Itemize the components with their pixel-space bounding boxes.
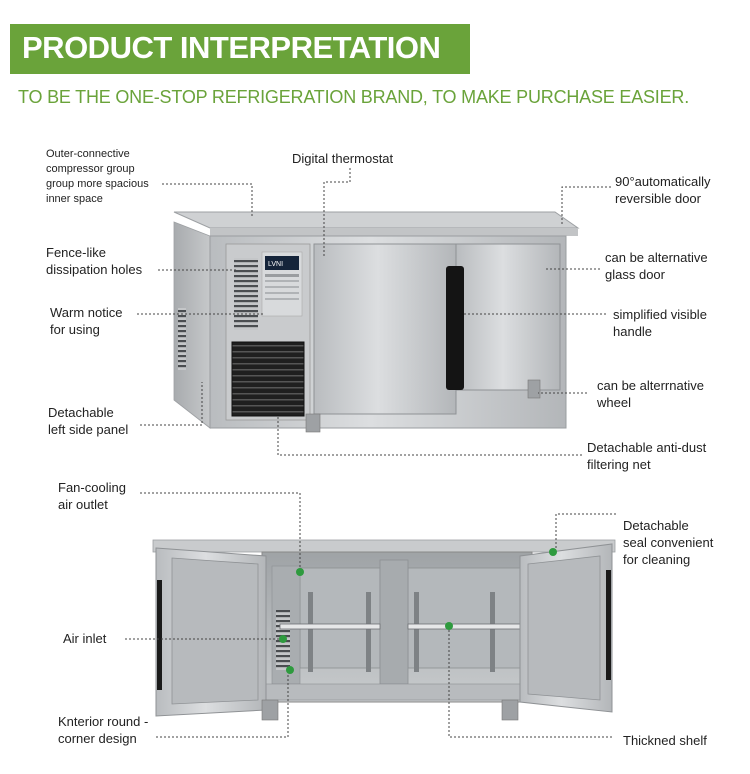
shelf-left [279,623,381,630]
door-handle [446,266,464,390]
label-shelf: Thickned shelf [623,733,707,748]
label-reversible-door: 90°automatically reversible door [615,174,711,206]
label-seal: Detachable seal convenient for cleaning [623,518,714,567]
label-left-panel: Detachable left side panel [48,405,129,437]
dot-air-inlet [279,635,287,643]
left-door [313,243,457,415]
dust-filter-net [231,341,305,417]
label-glass-door: can be alternative glass door [605,250,708,282]
label-wheel: can be alterrnative wheel [597,378,704,410]
dot-fan-outlet [296,568,304,576]
open-refrigerator [152,539,616,721]
label-fan-outlet: Fan-cooling air outlet [58,480,126,512]
label-round-corner: Knterior round - corner design [58,714,149,746]
dissipation-holes [234,258,258,330]
closed-refrigerator: LVNI [173,211,580,433]
page-subtitle: TO BE THE ONE-STOP REFRIGERATION BRAND, … [18,87,690,107]
dot-round-corner [286,666,294,674]
top-leader-lines [137,168,611,456]
bottom-leader-lines [125,492,616,738]
dot-shelf [445,622,453,630]
label-outer-connective: Outer-connective compressor group group … [46,148,149,205]
label-filtering-net: Detachable anti-dust filtering net [587,440,707,472]
right-door [455,243,561,391]
label-fence-holes: Fence-like dissipation holes [46,245,143,277]
brand-logo: LVNI [268,261,283,268]
label-digital-thermostat: Digital thermostat [292,151,394,166]
title-banner: PRODUCT INTERPRETATION [10,24,470,74]
thermostat-display [265,256,299,270]
page-title: PRODUCT INTERPRETATION [22,30,441,65]
label-air-inlet: Air inlet [63,631,107,646]
label-warm-notice: Warm notice for using [50,305,123,337]
label-visible-handle: simplified visible handle [613,307,707,339]
dot-seal [549,548,557,556]
shelf-right [407,623,525,630]
